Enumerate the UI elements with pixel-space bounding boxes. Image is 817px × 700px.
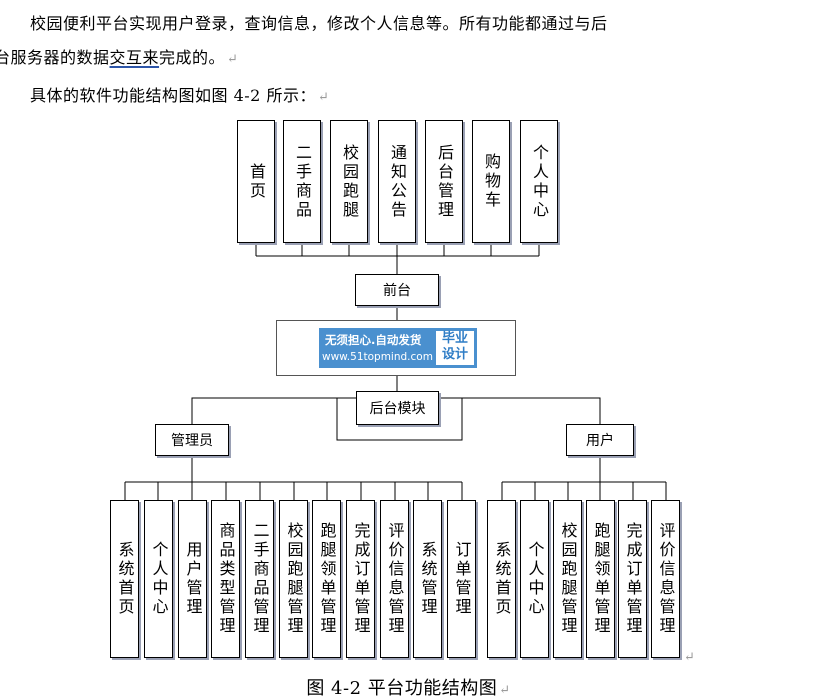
user-module-4: 跑腿领单管理 [586, 500, 615, 658]
paragraph-2: 具体的软件功能结构图如图 4-2 所示：↵ [30, 82, 329, 106]
admin-module-2: 个人中心 [144, 500, 173, 658]
module-label: 商品类型管理 [216, 522, 236, 636]
module-label: 系统首页 [492, 541, 512, 617]
user-module-3: 校园跑腿管理 [553, 500, 582, 658]
module-backend: 后台管理 [425, 120, 463, 243]
module-label: 校园跑腿管理 [284, 522, 304, 636]
watermark-banner: 无须担心.自动发货 www.51topmind.com 毕业设计 [319, 328, 477, 368]
module-label: 用户管理 [183, 541, 203, 617]
module-label: 二手商品管理 [250, 522, 270, 636]
module-label: 系统首页 [115, 541, 135, 617]
module-label: 二手商品 [293, 143, 312, 220]
user-module-5: 完成订单管理 [618, 500, 647, 658]
node-label: 管理员 [171, 433, 213, 449]
watermark-box: 无须担心.自动发货 www.51topmind.com 毕业设计 [276, 320, 516, 376]
module-second-hand: 二手商品 [283, 120, 321, 243]
module-label: 校园跑腿管理 [558, 522, 578, 636]
admin-module-6: 校园跑腿管理 [279, 500, 308, 658]
admin-module-1: 系统首页 [110, 500, 139, 658]
paragraph-mark: ↵ [499, 683, 511, 698]
node-label: 前台 [383, 283, 411, 299]
module-label: 评价信息管理 [385, 522, 405, 636]
module-label: 个人中心 [530, 143, 549, 220]
paragraph-mark: ↵ [227, 52, 239, 67]
paragraph-mark: ↵ [684, 650, 695, 665]
node-admin: 管理员 [155, 424, 229, 456]
module-label: 跑腿领单管理 [317, 522, 337, 636]
module-label: 购物车 [482, 153, 501, 210]
module-label: 评价信息管理 [656, 522, 676, 636]
admin-module-3: 用户管理 [178, 500, 207, 658]
node-label: 用户 [586, 433, 614, 449]
module-label: 校园跑腿 [340, 143, 359, 220]
node-frontend: 前台 [355, 274, 439, 306]
admin-module-11: 订单管理 [447, 500, 476, 658]
admin-module-9: 评价信息管理 [380, 500, 409, 658]
admin-module-7: 跑腿领单管理 [312, 500, 341, 658]
watermark-line-1: 无须担心.自动发货 [325, 333, 422, 347]
node-label: 后台模块 [369, 401, 426, 417]
paragraph-1-text: 校园便利平台实现用户登录，查询信息，修改个人信息等。所有功能都通过与后 [30, 14, 608, 33]
figure-caption: 图 4-2 平台功能结构图↵ [0, 674, 817, 700]
module-label: 首页 [247, 162, 266, 201]
watermark-line-2: www.51topmind.com [322, 351, 433, 363]
paragraph-1-text-b: 完成的。 [159, 48, 226, 67]
paragraph-1-line-2: 台服务器的数据交互来完成的。↵ [0, 44, 238, 68]
caption-text: 图 4-2 平台功能结构图 [306, 678, 498, 699]
module-notice: 通知公告 [378, 120, 416, 243]
watermark-tag: 毕业设计 [436, 331, 474, 365]
user-module-6: 评价信息管理 [651, 500, 680, 658]
paragraph-mark: ↵ [317, 90, 330, 105]
module-label: 后台管理 [435, 143, 454, 220]
module-label: 订单管理 [452, 541, 472, 617]
admin-module-5: 二手商品管理 [245, 500, 274, 658]
module-label: 完成订单管理 [623, 522, 643, 636]
module-label: 个人中心 [525, 541, 545, 617]
underlined-word: 交互来 [109, 48, 160, 67]
module-personal: 个人中心 [520, 120, 558, 243]
admin-module-8: 完成订单管理 [346, 500, 375, 658]
admin-module-10: 系统管理 [413, 500, 442, 658]
node-backend-module: 后台模块 [356, 391, 439, 425]
module-label: 系统管理 [418, 541, 438, 617]
paragraph-2-text: 具体的软件功能结构图如图 4-2 所示： [30, 86, 316, 105]
module-cart: 购物车 [472, 120, 510, 243]
admin-module-4: 商品类型管理 [211, 500, 240, 658]
module-errand: 校园跑腿 [330, 120, 368, 243]
user-module-2: 个人中心 [520, 500, 549, 658]
user-module-1: 系统首页 [487, 500, 516, 658]
module-label: 个人中心 [149, 541, 169, 617]
paragraph-1-text-a: 台服务器的数据 [0, 48, 110, 67]
module-home: 首页 [237, 120, 275, 243]
module-label: 完成订单管理 [351, 522, 371, 636]
module-label: 跑腿领单管理 [591, 522, 611, 636]
node-user: 用户 [566, 424, 634, 456]
module-label: 通知公告 [388, 143, 407, 220]
paragraph-1-line-1: 校园便利平台实现用户登录，查询信息，修改个人信息等。所有功能都通过与后 [30, 10, 608, 34]
